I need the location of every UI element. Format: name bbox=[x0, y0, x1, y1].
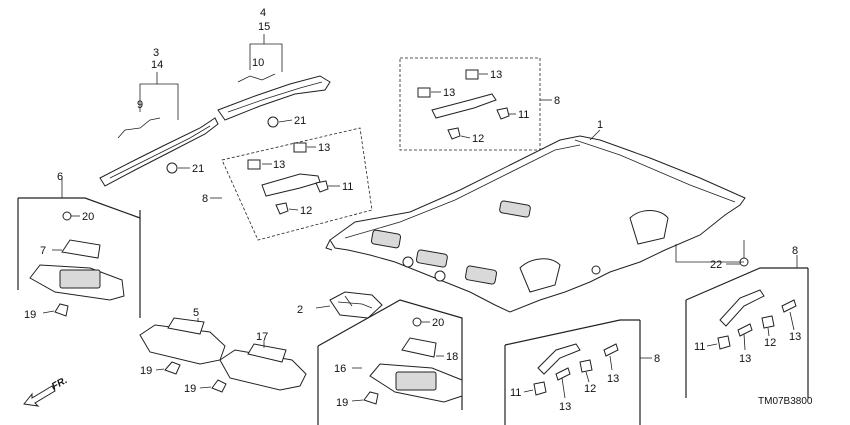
callout-19c: 19 bbox=[184, 383, 196, 395]
sun-visor-5 bbox=[139, 317, 226, 375]
callout-2: 2 bbox=[297, 304, 303, 316]
clip-22 bbox=[675, 240, 749, 267]
callout-8c: 8 bbox=[792, 245, 798, 257]
callout-13f: 13 bbox=[789, 331, 801, 343]
callout-11c: 11 bbox=[694, 341, 705, 353]
callout-14: 14 bbox=[151, 59, 163, 71]
callout-13c: 13 bbox=[443, 87, 455, 99]
headliner bbox=[325, 135, 746, 313]
callout-13g: 13 bbox=[559, 401, 571, 413]
sun-visor-17 bbox=[211, 343, 307, 393]
callout-12c: 12 bbox=[764, 337, 776, 349]
callout-6: 6 bbox=[57, 171, 63, 183]
callout-19b: 19 bbox=[140, 365, 152, 377]
callout-1: 1 bbox=[597, 119, 603, 131]
grab-handle-group-top bbox=[399, 57, 541, 151]
callout-19d: 19 bbox=[336, 397, 348, 409]
callout-12d: 12 bbox=[584, 383, 596, 395]
sun-visor-group-right bbox=[317, 299, 463, 425]
callout-21a: 21 bbox=[294, 115, 306, 127]
callout-12a: 12 bbox=[300, 205, 312, 217]
callout-8a: 8 bbox=[202, 193, 208, 205]
callout-13d: 13 bbox=[490, 69, 502, 81]
callout-9: 9 bbox=[137, 99, 143, 111]
callout-11d: 11 bbox=[510, 387, 521, 399]
callout-20a: 20 bbox=[82, 211, 94, 223]
roof-light bbox=[315, 291, 383, 319]
front-direction-arrow bbox=[23, 385, 56, 407]
sun-visor-group-left bbox=[17, 197, 141, 318]
callout-17: 17 bbox=[256, 331, 268, 343]
callout-8b: 8 bbox=[554, 95, 560, 107]
clip-21-upper bbox=[267, 116, 293, 128]
callout-12b: 12 bbox=[472, 133, 484, 145]
callout-21b: 21 bbox=[192, 163, 204, 175]
callout-11b: 11 bbox=[518, 109, 529, 121]
callout-11a: 11 bbox=[342, 181, 353, 193]
callout-20b: 20 bbox=[432, 317, 444, 329]
callout-4: 4 bbox=[260, 7, 266, 19]
callout-3: 3 bbox=[153, 47, 159, 59]
side-rail-right bbox=[217, 73, 331, 121]
callout-10: 10 bbox=[252, 57, 264, 69]
grab-handle-group-bottom bbox=[504, 319, 641, 425]
grab-handle-group-center bbox=[221, 127, 373, 241]
callout-13b: 13 bbox=[318, 142, 330, 154]
diagram-code: TM07B3800 bbox=[758, 396, 813, 407]
callout-8d: 8 bbox=[654, 353, 660, 365]
direction-label: FR. bbox=[50, 375, 69, 393]
callout-13h: 13 bbox=[607, 373, 619, 385]
side-rail-left bbox=[99, 117, 219, 187]
callout-16: 16 bbox=[334, 363, 346, 375]
callout-22: 22 bbox=[710, 259, 722, 271]
callout-5: 5 bbox=[193, 307, 199, 319]
clip-21-lower bbox=[166, 162, 190, 174]
callout-13e: 13 bbox=[739, 353, 751, 365]
callout-15: 15 bbox=[258, 21, 270, 33]
callout-18: 18 bbox=[446, 351, 458, 363]
callout-7: 7 bbox=[40, 245, 46, 257]
grab-handle-group-right bbox=[685, 267, 809, 398]
callout-19a: 19 bbox=[24, 309, 36, 321]
callout-13a: 13 bbox=[273, 159, 285, 171]
